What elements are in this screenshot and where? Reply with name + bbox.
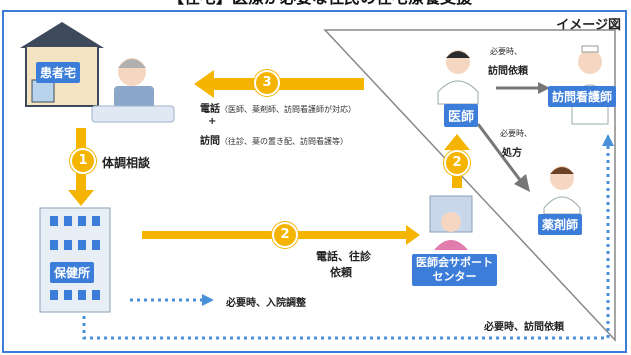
dotted-bottom-head [602,134,614,146]
step3-phone-detail: （医師、薬剤師、訪問看護師が対応） [220,105,356,114]
dotted-hospital-head [202,294,214,306]
step3-plus: + [208,116,217,127]
doctor-icon [437,50,479,105]
step3-visit: 訪問（往診、薬の置き配、訪問看護等） [200,132,348,147]
building-icon [39,207,111,313]
patient-home-label: 患者宅 [36,62,81,83]
nurse-request-line1: 必要時、 [490,47,522,56]
diagram-frame [2,10,627,353]
arrow-to-nurse [496,82,550,94]
step1-number: 1 [70,148,96,174]
health-center-label: 保健所 [50,262,95,283]
support-center-label: 医師会サポート センター [412,254,497,286]
support-center-icon [429,195,473,250]
step3-visit-detail: （往診、薬の置き配、訪問看護等） [220,137,348,146]
step2a-number: 2 [272,222,298,248]
step2a-label-line2: 依頼 [330,266,352,279]
pharm-note-line1: 必要時、 [500,129,532,138]
step3-visit-label: 訪問 [200,136,220,147]
nurse-label: 訪問看護師 [548,86,617,107]
doctor-label: 医師 [444,104,479,127]
diagram-title: 【在宅】医療が必要な住民の在宅療養支援 [40,0,600,8]
arrow-to-pharmacist [476,123,530,192]
patient-icon [91,58,175,123]
clinic-triangle [323,29,616,342]
step1-label: 体調相談 [102,156,151,170]
arrow-step3 [194,70,364,98]
step3-phone-label: 電話 [200,104,220,115]
pharmacist-label: 薬剤師 [538,214,583,235]
pharm-note-line2: 処方 [502,148,522,159]
pharmacist-icon [543,166,581,215]
house-icon [20,22,104,107]
nurse-request-line2: 訪問依頼 [488,66,528,77]
bottom-request-note: 必要時、訪問依頼 [484,322,564,333]
step2a-label-line1: 電話、往診 [316,250,371,263]
step3-phone: 電話（医師、薬剤師、訪問看護師が対応） [200,100,356,115]
hospital-note: 必要時、入院調整 [226,298,306,309]
step3-number: 3 [254,70,280,96]
step2b-number: 2 [444,150,470,176]
